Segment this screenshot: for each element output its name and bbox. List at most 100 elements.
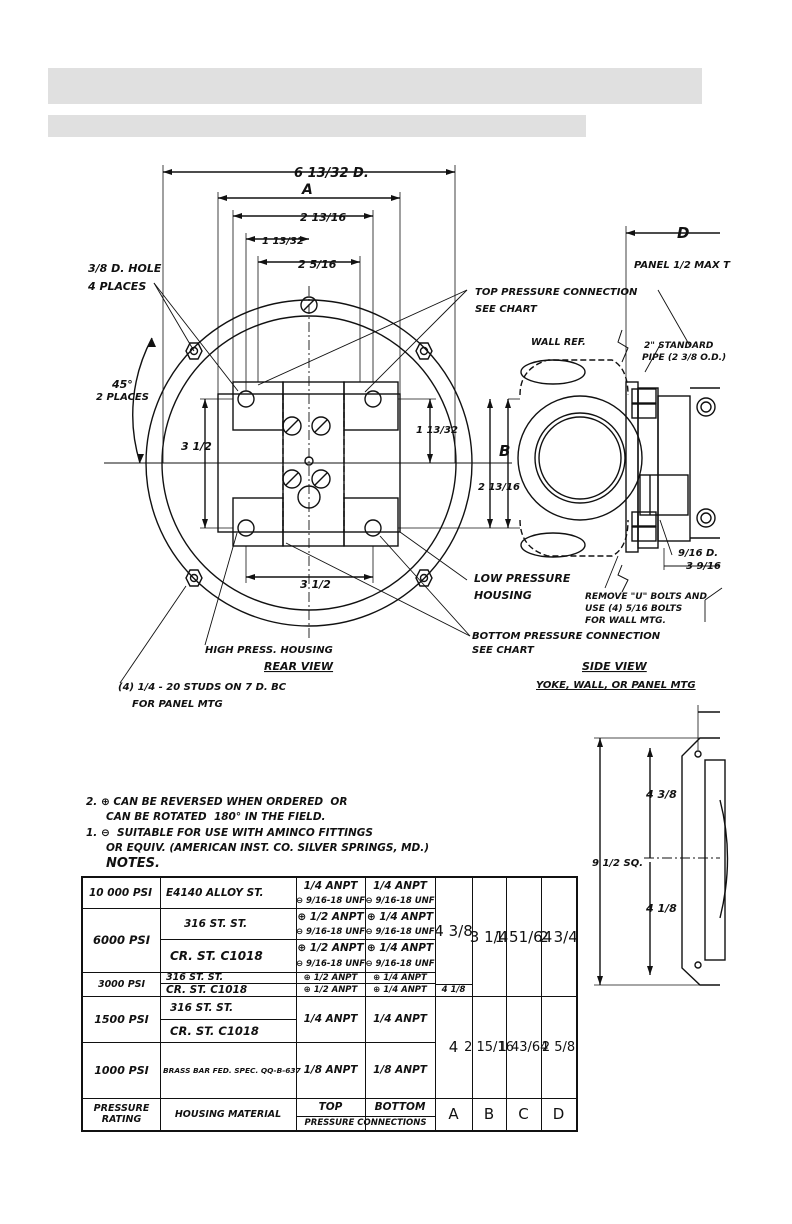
u-bolt-note-3: FOR WALL MTG. [585,616,666,626]
c-group2: 1 43/64 [498,1039,549,1055]
rating-1500: 1500 PSI [94,1012,149,1026]
rating-1000: 1000 PSI [94,1063,149,1077]
top-conn-3000b: ⊕ 1/2 ANPT [303,984,358,995]
stud-nut-icon [185,342,203,360]
material-1500-316: 316 ST. ST. [170,1001,234,1014]
top-conn-6000a-1: ⊕ 1/2 ANPT [297,910,364,923]
rating-3000: 3000 PSI [97,978,146,990]
u-bolt-note-1: REMOVE "U" BOLTS AND [585,592,707,602]
side-view-title: SIDE VIEW [582,660,648,673]
u-bolt-top [520,359,586,385]
screw-icon [311,416,331,436]
side-view-subtitle: YOKE, WALL, OR PANEL MTG [536,680,696,691]
header-housing-material: HOUSING MATERIAL [174,1108,282,1120]
top-conn-label-2: SEE CHART [475,304,538,315]
rear-view-title: REAR VIEW [264,660,334,673]
material-3000-316: 316 ST. ST. [166,972,224,983]
d-group2: 2 5/8 [541,1039,576,1055]
nut-icon [631,526,657,542]
overall-dia-label: 6 13/32 D. [294,166,369,181]
dim-4-1-8-label: 4 1/8 [645,902,677,915]
material-brass: BRASS BAR FED. SPEC. QQ-B-637 [163,1065,301,1075]
nut-icon [631,388,657,404]
header-pressure-connections: PRESSURE CONNECTIONS [304,1118,427,1128]
pipe-outer [517,395,643,521]
panel [657,395,691,542]
top-conn-1000: 1/8 ANPT [303,1064,358,1076]
hole-note-line2: 4 PLACES [87,280,146,293]
stud-nut-icon [415,569,433,587]
arrowheads [137,169,653,985]
center-block [282,381,345,547]
dim-1-13-32-label: 1 13/32 [262,236,304,247]
u-bolt-note-2: USE (4) 5/16 BOLTS [585,604,682,614]
screw-icon [311,469,331,489]
upper-left-boss [232,381,284,431]
angle-arc [132,337,153,464]
top-conn-6000b-1: ⊕ 1/2 ANPT [297,942,364,954]
dim-2-13-16-vertical: 2 13/16 [478,482,520,493]
bottom-conn-6000b-1: ⊕ 1/4 ANPT [366,942,434,954]
c-group1: 1 51/64 [494,928,553,946]
header-pressure-rating: PRESSURE RATING [93,1103,150,1125]
hole-note-line1: 3/8 D. HOLE [88,262,162,275]
d-group1: 2 3/4 [539,928,578,946]
top-conn-3000a: ⊕ 1/2 ANPT [303,972,358,983]
corner-hole-icon [694,750,702,758]
header-b: B [483,1105,495,1123]
top-conn-1500: 1/4 ANPT [303,1013,358,1025]
top-conn-10000-2: ⊖ 9/16-18 UNF [295,895,366,906]
mount-hole-icon [364,519,382,537]
corner-hole-icon [694,961,702,969]
b-group1: 3 1/4 [469,928,509,946]
dim-4-3-8-label: 4 3/8 [645,788,677,801]
a-group1: 4 3/8 [434,922,473,940]
panel-max-label: PANEL 1/2 MAX T [634,260,731,271]
header-bar [48,68,702,104]
a-group2: 4 [448,1038,459,1056]
dim-2-5-16-label: 2 5/16 [298,258,337,271]
bolt-head-icon [696,397,716,417]
upper-right-boss [343,381,399,431]
side-view [507,226,723,622]
u-bolt-bottom [520,532,586,558]
b-group2: 2 15/16 [464,1039,514,1055]
note-2-line2: CAN BE ROTATED 180° IN THE FIELD. [106,811,326,823]
high-press-label: HIGH PRESS. HOUSING [205,645,333,656]
rating-10000: 10 000 PSI [89,887,153,899]
pipe-inner [534,412,626,504]
material-316-ss: 316 ST. ST. [184,917,248,930]
sq-dim-label: 9 1/2 SQ. [592,858,643,869]
bottom-conn-1500: 1/4 ANPT [373,1013,427,1025]
dim-2-13-16-label: 2 13/16 [300,211,346,224]
rear-view [104,165,520,684]
studs-label-2: FOR PANEL MTG [132,699,223,710]
angle-places-label: 2 PLACES [96,392,149,403]
dim-b-label: B [499,442,510,460]
material-1500-cr: CR. ST. C1018 [170,1023,259,1038]
bottom-conn-10000-2: ⊖ 9/16-18 UNF [365,895,435,906]
top-conn-10000-1: 1/4 ANPT [303,879,358,892]
material-e4140: E4140 ALLOY ST. [166,887,264,899]
bottom-conn-6000a-1: ⊕ 1/4 ANPT [366,910,434,923]
dim-3-9-16-label: 3 9/16 [686,561,721,572]
dim-3-5-vertical: 3 1/2 [181,440,212,453]
dim-9-16-label: 9/16 D. [678,548,718,559]
std-pipe-label-2: PIPE (2 3/8 O.D.) [642,353,726,363]
stud-nut-icon [185,569,203,587]
lower-right-boss [343,497,399,547]
top-conn-6000a-2: ⊖ 9/16-18 UNF [295,926,366,937]
header-a: A [448,1105,459,1123]
low-press-label-2: HOUSING [474,589,532,602]
nut-icon [631,403,657,419]
screw-icon [282,416,302,436]
subheader-bar [48,115,586,137]
panel-view [594,705,729,986]
bottom-conn-3000b: ⊕ 1/4 ANPT [373,984,427,995]
stud-nut-icon [415,342,433,360]
material-3000-cr: CR. ST. C1018 [166,983,248,996]
bottom-conn-3000a: ⊕ 1/4 ANPT [373,972,427,983]
mount-hole-icon [364,390,382,408]
note-1-line2: OR EQUIV. (AMERICAN INST. CO. SILVER SPR… [106,842,430,854]
